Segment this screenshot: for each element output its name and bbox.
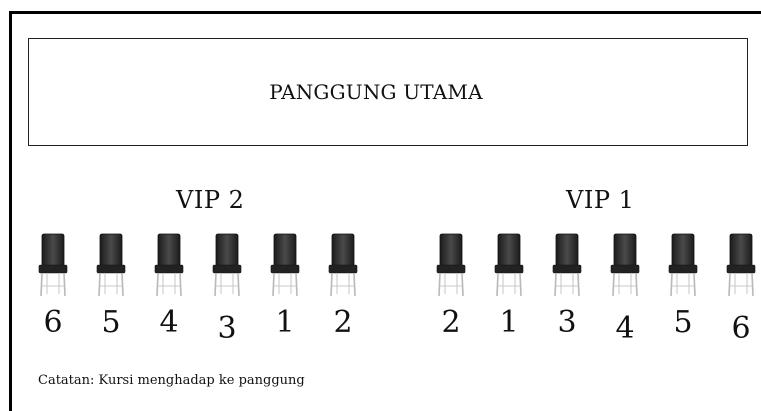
seat-number: 1 [499, 305, 519, 340]
chair-icon [666, 232, 700, 298]
chair-icon [434, 232, 468, 298]
diagram-frame [9, 11, 761, 411]
main-stage: PANGGUNG UTAMA [28, 38, 748, 146]
seat-number: 6 [731, 311, 751, 346]
seat-number: 2 [441, 305, 461, 340]
seat-number: 6 [43, 305, 63, 340]
chair-icon [210, 232, 244, 298]
seat-number: 5 [673, 305, 693, 340]
seat-number: 4 [615, 311, 635, 346]
seat-number: 4 [159, 305, 179, 340]
seat-number: 3 [217, 311, 237, 346]
chair-icon [326, 232, 360, 298]
seat-number: 3 [557, 305, 577, 340]
chair-icon [36, 232, 70, 298]
seat-number: 5 [101, 305, 121, 340]
chair-icon [152, 232, 186, 298]
section-title-vip-2: VIP 2 [176, 186, 245, 214]
stage-label: PANGGUNG UTAMA [269, 80, 483, 104]
note-text: Catatan: Kursi menghadap ke panggung [38, 373, 305, 388]
seat-number: 1 [275, 305, 295, 340]
chair-icon [492, 232, 526, 298]
chair-icon [608, 232, 642, 298]
chair-icon [550, 232, 584, 298]
section-title-vip-1: VIP 1 [566, 186, 635, 214]
chair-icon [724, 232, 758, 298]
chair-icon [268, 232, 302, 298]
chair-icon [94, 232, 128, 298]
seat-number: 2 [333, 305, 353, 340]
